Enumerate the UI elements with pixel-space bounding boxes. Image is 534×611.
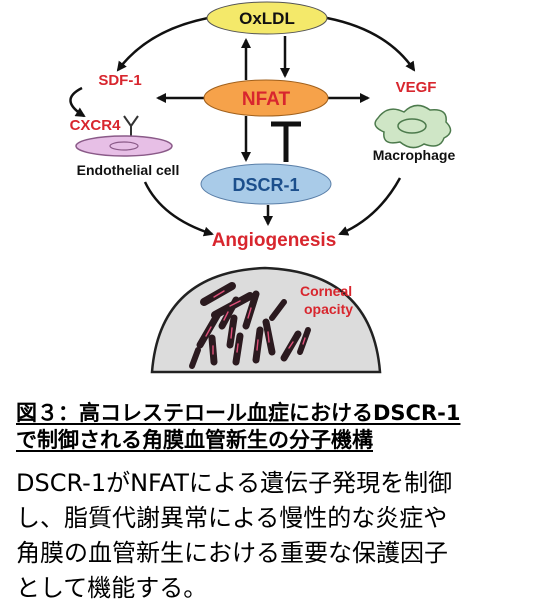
oxldl-label: OxLDL bbox=[239, 9, 295, 28]
arrow-sdf1-to-cxcr4 bbox=[69, 86, 86, 118]
cxcr4-label: CXCR4 bbox=[70, 117, 122, 134]
cxcr4-receptor-icon bbox=[123, 115, 139, 136]
figure-caption-body: DSCR-1がNFATによる遺伝子発現を制御 し、脂質代謝異常による慢性的な炎症… bbox=[16, 466, 521, 606]
dscr1-node bbox=[200, 163, 332, 205]
sdf1-label: SDF-1 bbox=[98, 72, 141, 89]
caption-title-line1: 図３：高コレステロール血症におけるDSCR-1 bbox=[16, 401, 461, 425]
caption-body-line3: 角膜の血管新生における重要な保護因子 bbox=[16, 539, 448, 567]
endothelial-nucleus-icon bbox=[109, 141, 139, 151]
nfat-label: NFAT bbox=[242, 89, 291, 110]
vessel-highlight-icons bbox=[205, 290, 306, 355]
caption-title-line2: で制御される角膜血管新生の分子機構 bbox=[16, 428, 373, 452]
oxldl-node bbox=[206, 1, 328, 35]
caption-body-line2: し、脂質代謝異常による慢性的な炎症や bbox=[16, 504, 448, 532]
nfat-node bbox=[203, 79, 329, 117]
corneal-opacity-label-line1: Corneal bbox=[300, 283, 352, 299]
dscr1-label: DSCR-1 bbox=[232, 175, 299, 195]
figure-caption-title: 図３：高コレステロール血症におけるDSCR-1 で制御される角膜血管新生の分子機… bbox=[16, 400, 520, 454]
caption-body-line4: として機能する。 bbox=[16, 574, 208, 602]
endothelial-cell-label: Endothelial cell bbox=[77, 162, 180, 178]
vegf-label: VEGF bbox=[396, 79, 437, 96]
arrow-endothelial-to-angiogenesis bbox=[143, 181, 214, 237]
arrow-macrophage-to-angiogenesis bbox=[338, 177, 402, 236]
macrophage-cell-icon bbox=[374, 104, 452, 149]
arrow-oxldl-to-vegf bbox=[326, 16, 416, 72]
angiogenesis-label: Angiogenesis bbox=[212, 230, 337, 251]
caption-body-line1: DSCR-1がNFATによる遺伝子発現を制御 bbox=[16, 469, 453, 497]
angiogenesis-pathway-diagram: OxLDL NFAT DSCR-1 SDF-1 CXCR4 Endothelia… bbox=[69, 1, 456, 374]
corneal-opacity-label-line2: opacity bbox=[304, 301, 353, 317]
endothelial-cell-icon bbox=[75, 135, 173, 157]
macrophage-label: Macrophage bbox=[373, 147, 456, 163]
arrow-oxldl-to-sdf1 bbox=[116, 16, 209, 72]
macrophage-nucleus-icon bbox=[397, 118, 427, 134]
